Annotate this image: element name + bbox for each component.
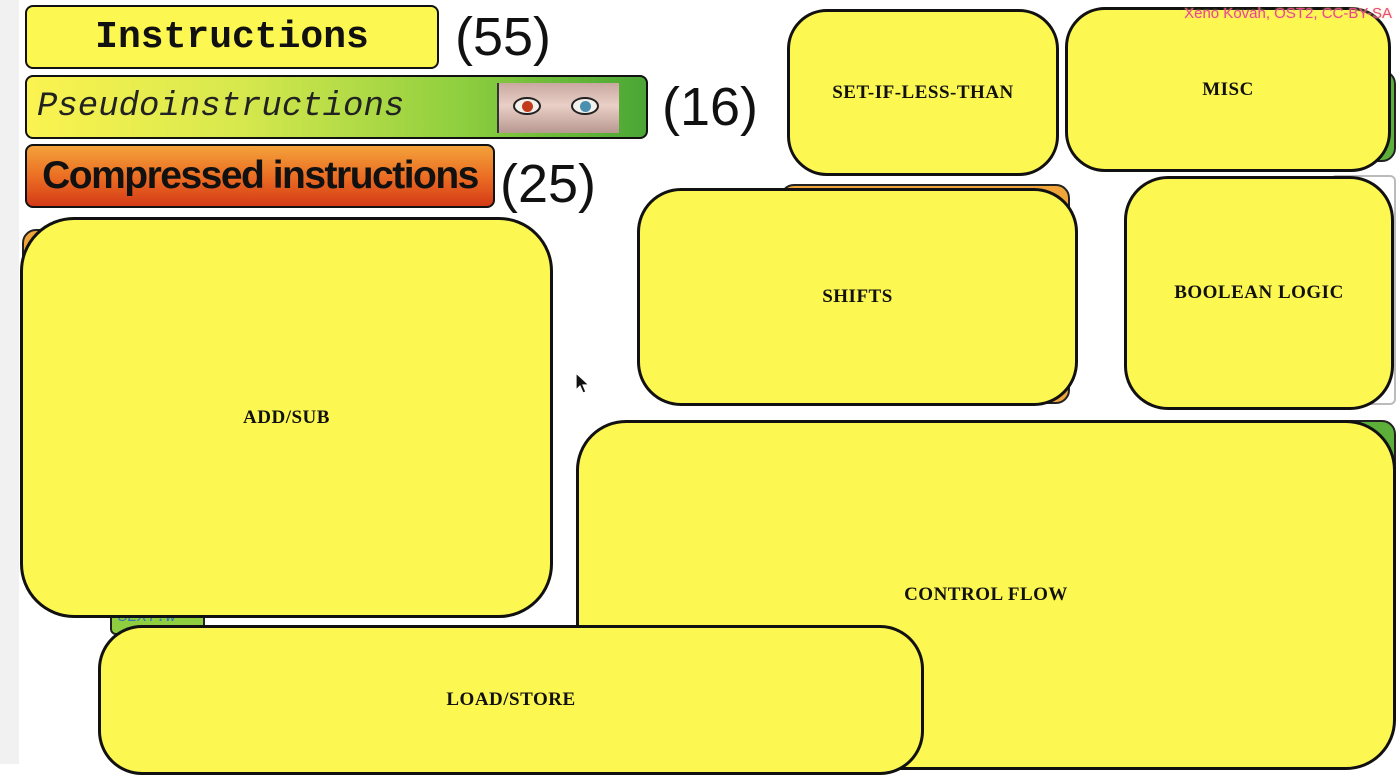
legend-instructions-label: Instructions: [95, 15, 369, 59]
card-misc-label: MISC: [1202, 78, 1254, 100]
legend-pseudoinstructions-label: Pseudoinstructions: [37, 88, 405, 126]
legend-compressed-count: (25): [500, 154, 597, 214]
eyes-image: [497, 83, 619, 133]
left-eye-icon: [513, 97, 541, 115]
card-add-sub: ADD/SUB: [20, 217, 553, 618]
card-load-store: LOAD/STORE: [98, 625, 924, 775]
legend-compressed-instructions: Compressed instructions: [25, 144, 495, 208]
card-load-store-label: LOAD/STORE: [446, 689, 576, 710]
card-misc: MISC: [1065, 7, 1391, 172]
legend-instructions: Instructions: [25, 5, 439, 69]
watermark: Xeno Kovah, OST2, CC-BY-SA: [1184, 5, 1392, 22]
card-set-if-less-than-label: SET-IF-LESS-THAN: [832, 81, 1014, 103]
legend-compressed-label: Compressed instructions: [42, 154, 479, 197]
card-boolean-logic-label: BOOLEAN LOGIC: [1174, 282, 1344, 303]
right-eye-icon: [571, 97, 599, 115]
left-edge-strip: [0, 0, 19, 764]
legend-instructions-count: (55): [455, 7, 552, 67]
card-add-sub-label: ADD/SUB: [243, 406, 330, 428]
card-set-if-less-than: SET-IF-LESS-THAN: [787, 9, 1059, 176]
card-shifts-label: SHIFTS: [822, 286, 893, 307]
card-control-flow-label: CONTROL FLOW: [904, 584, 1068, 605]
legend-pseudoinstructions: Pseudoinstructions: [25, 75, 648, 139]
legend-pseudoinstructions-count: (16): [662, 77, 759, 137]
card-boolean-logic: BOOLEAN LOGIC: [1124, 176, 1394, 410]
card-shifts: SHIFTS: [637, 188, 1078, 406]
